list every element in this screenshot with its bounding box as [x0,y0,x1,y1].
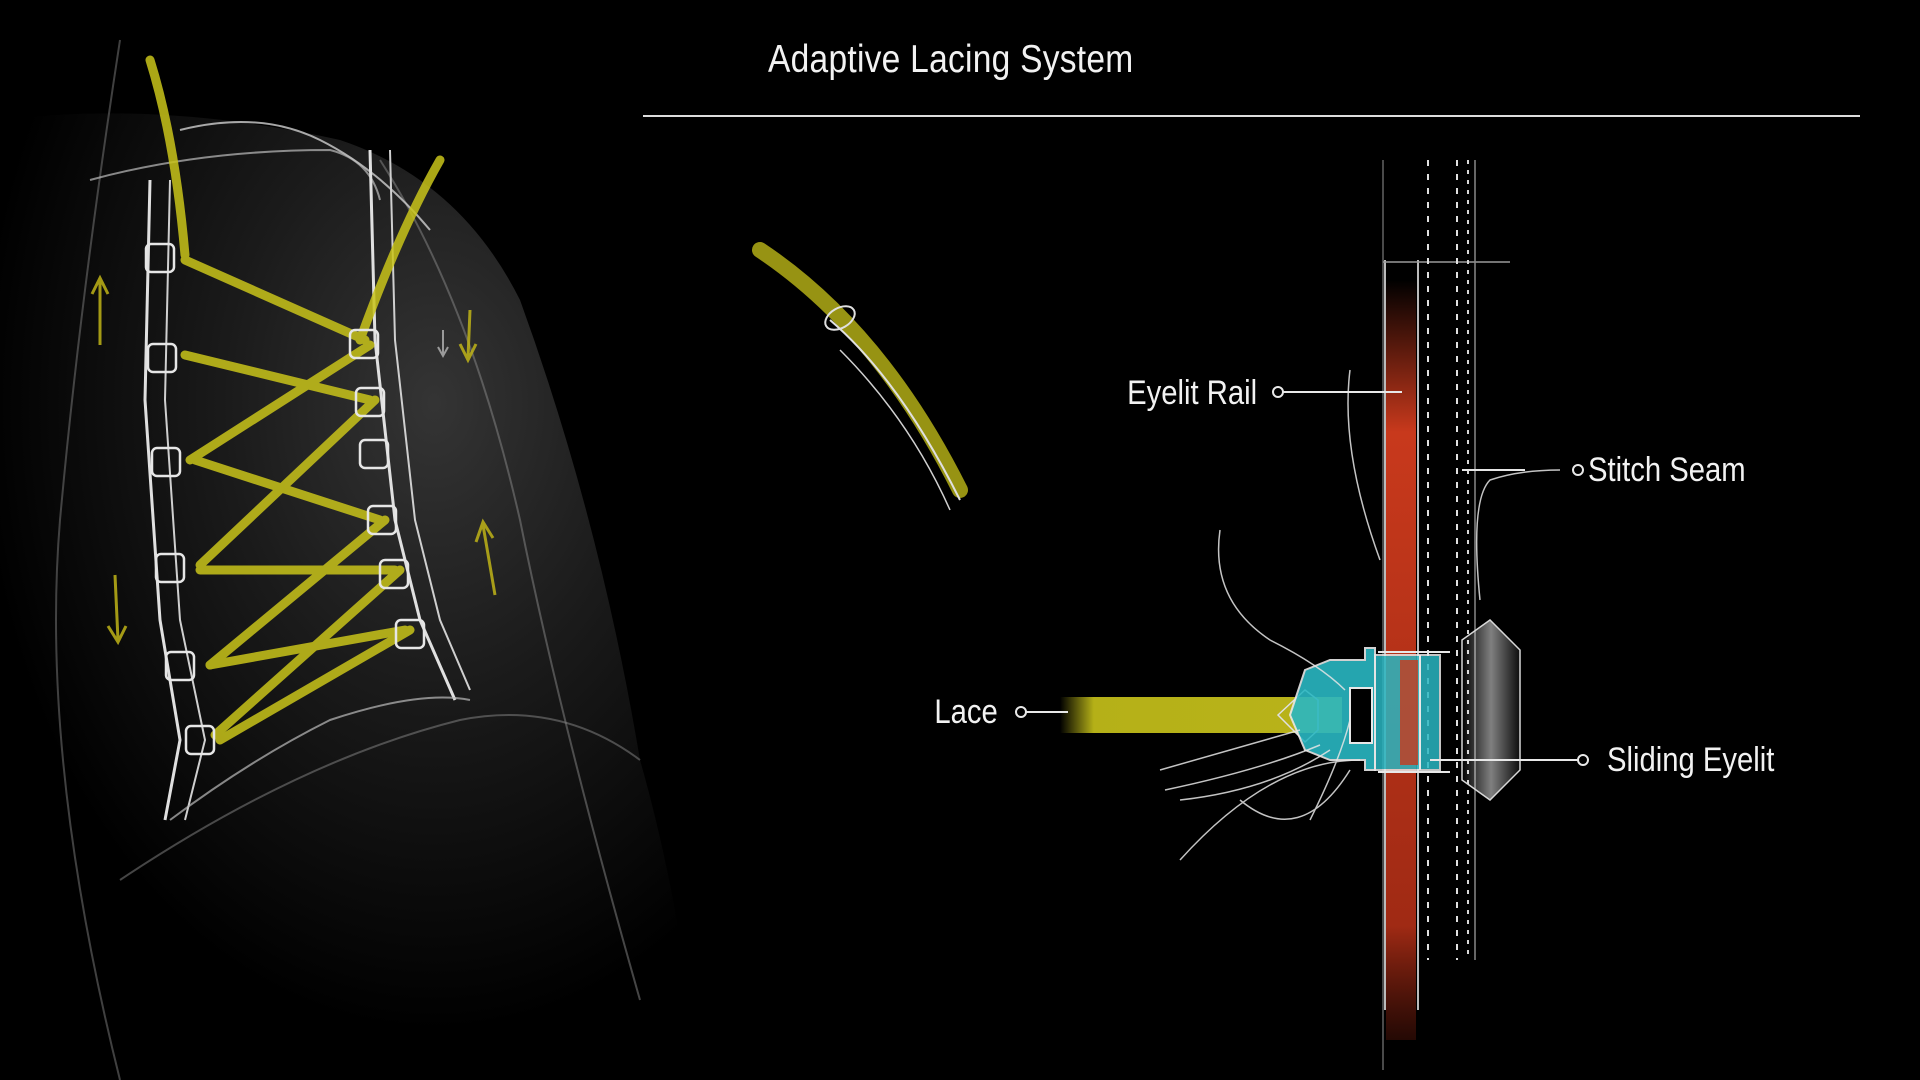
boot-eyelets [144,242,426,756]
left-eyelet-strip [143,179,182,821]
label-stitch-seam: Stitch Seam [1588,451,1746,489]
eyelit-cap [1461,619,1521,801]
left-eyelet-strip-inner [163,179,207,821]
sliding-eyelit [1288,647,1450,773]
callout-leaders [1015,386,1589,766]
label-lace: Lace [934,693,998,731]
boot-outline-front [55,39,121,1080]
boot-outline-back [379,159,641,1001]
title-divider [643,115,1860,117]
sketch-strokes [1159,369,1561,861]
right-eyelet-strip-inner [389,149,471,691]
label-sliding-eyelit: Sliding Eyelit [1607,741,1775,779]
boot-vamp [169,696,471,821]
boot-body [0,113,700,1080]
boot-laces [145,55,445,745]
motion-arrows [90,274,497,646]
boot-sketch [0,39,700,1080]
rail-assembly [1060,160,1561,1070]
boot-tongue [179,121,431,231]
label-eyelit-rail: Eyelit Rail [1126,374,1257,412]
lace-cross-section-sketch [752,242,968,511]
boot-sole-line [119,714,641,881]
diagram-title: Adaptive Lacing System [768,38,1134,81]
boot-collar [89,148,381,201]
